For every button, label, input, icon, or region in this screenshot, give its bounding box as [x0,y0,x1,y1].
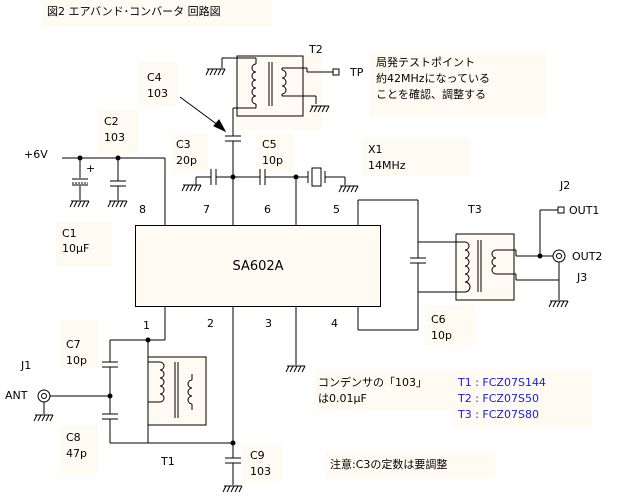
supply-label: +6V [24,148,48,161]
pin-6: 6 [264,203,271,216]
t1-ref: T1 [161,455,175,468]
c9-ref: C9 [250,449,265,462]
cap-note-line-2: は0.01μF [318,392,367,405]
j2-ref: J2 [560,179,571,192]
t1-spec: T1 : FCZ07S144 [458,376,546,389]
c4-pad [138,62,178,106]
t2-pad [236,56,322,130]
out1-label: OUT1 [569,204,600,217]
tp-label: TP [350,66,364,79]
t2-spec: T2 : FCZ07S50 [458,392,539,405]
t1-transformer [147,356,207,426]
c3-pad [172,134,208,172]
tp-note-line-2: 約42MHzになっている [376,72,490,85]
c4-capacitor [179,96,241,148]
c1-ref: C1 [62,227,77,240]
transformer-note-pad [452,370,592,428]
c1-capacitor [69,158,90,208]
tp-note-line-1: 局発テストポイント [376,56,475,69]
oscillator-network [181,148,308,225]
caution-pad [325,452,495,478]
tp-note-line-3: ことを確認、調整する [376,88,486,101]
c7-pad [60,320,98,368]
antenna-network [33,340,118,443]
c1-polarity: + [86,162,96,175]
c4-value: 103 [147,87,168,100]
x1-ref: X1 [368,143,383,156]
out2-label: OUT2 [572,250,603,263]
c1-value: 10μF [62,242,90,255]
c6-ref: C6 [431,313,446,326]
ic-name: SA602A [232,258,284,274]
c8-value: 47p [66,447,87,460]
c5-value: 10p [262,154,283,167]
supply-rail [62,155,166,225]
j1-ref: J1 [21,359,32,372]
cap-note-pad [315,370,465,410]
ic-sa602a: SA602A [135,225,381,307]
c1-pad [56,222,112,266]
j3-ref: J3 [577,271,588,284]
t3-pad [455,234,515,302]
c4-ref: C4 [147,71,162,84]
c2-pad [98,110,138,154]
c8-ref: C8 [66,431,81,444]
c2-value: 103 [104,131,125,144]
cap-note-line-1: コンデンサの「103」 [318,376,427,389]
c5-pad [258,134,294,172]
pin-5: 5 [333,203,340,216]
title-pad [42,0,272,26]
c3-value: 20p [176,154,197,167]
pin-7: 7 [203,203,210,216]
t2-transformer [205,55,340,117]
t3-transformer [455,233,558,301]
tp-note-pad [370,52,546,116]
pin-2: 2 [207,317,214,330]
caution-note: 注意:C3の定数は要調整 [330,458,448,471]
x1-pad [362,138,470,176]
c2-ref: C2 [104,115,119,128]
pin-3: 3 [265,317,272,330]
t2-ref: T2 [309,43,323,56]
c6-pad [425,305,475,345]
c2-capacitor [107,158,128,208]
pin-4: 4 [331,317,338,330]
pin-8: 8 [139,203,146,216]
c5-ref: C5 [262,138,277,151]
c3-ref: C3 [176,138,191,151]
ant-label: ANT [5,389,28,402]
c9-pad [242,445,282,481]
t3-ref: T3 [468,203,482,216]
c7-value: 10p [66,354,87,367]
t3-spec: T3 : FCZ07S80 [458,408,539,421]
c7-ref: C7 [66,338,81,351]
c6-value: 10p [431,329,452,342]
pin-1: 1 [143,319,150,332]
c9-value: 103 [250,465,271,478]
x1-crystal [307,167,359,193]
page-title: 図2 エアバンド･コンバータ 回路図 [47,5,221,18]
input-network [110,307,306,493]
c8-pad [60,425,98,473]
output-network [357,199,465,331]
x1-value: 14MHz [368,159,406,172]
output-jacks [537,206,569,308]
